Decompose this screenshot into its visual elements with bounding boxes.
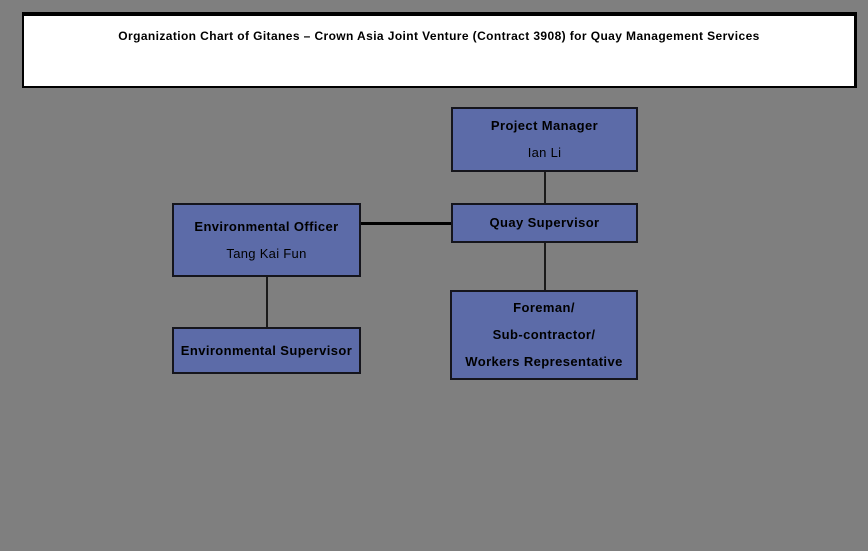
- org-node-project-manager: Project Manager Ian Li: [451, 107, 638, 172]
- connector-quay-supervisor-to-foreman: [544, 243, 546, 290]
- connector-project-manager-to-quay-supervisor: [544, 172, 546, 203]
- org-node-environmental-supervisor: Environmental Supervisor: [172, 327, 361, 374]
- role-label-line3: Workers Representative: [465, 354, 623, 369]
- person-name: Tang Kai Fun: [226, 245, 307, 261]
- role-label: Environmental Officer: [194, 218, 339, 234]
- org-node-quay-supervisor: Quay Supervisor: [451, 203, 638, 243]
- connector-environmental-officer-to-quay-supervisor: [361, 222, 451, 225]
- connector-environmental-officer-to-environmental-supervisor: [266, 277, 268, 327]
- org-node-environmental-officer: Environmental Officer Tang Kai Fun: [172, 203, 361, 277]
- chart-title-box: Organization Chart of Gitanes – Crown As…: [22, 12, 857, 88]
- role-label: Project Manager: [490, 118, 599, 133]
- person-name: Ian Li: [527, 145, 562, 160]
- role-label: Quay Supervisor: [489, 215, 600, 230]
- org-node-foreman-subcontractor-workers-representative: Foreman/ Sub-contractor/ Workers Represe…: [450, 290, 638, 380]
- role-label: Environmental Supervisor: [180, 342, 353, 358]
- chart-title: Organization Chart of Gitanes – Crown As…: [118, 29, 760, 43]
- role-label-line1: Foreman/: [513, 300, 575, 315]
- role-label-line2: Sub-contractor/: [492, 327, 596, 342]
